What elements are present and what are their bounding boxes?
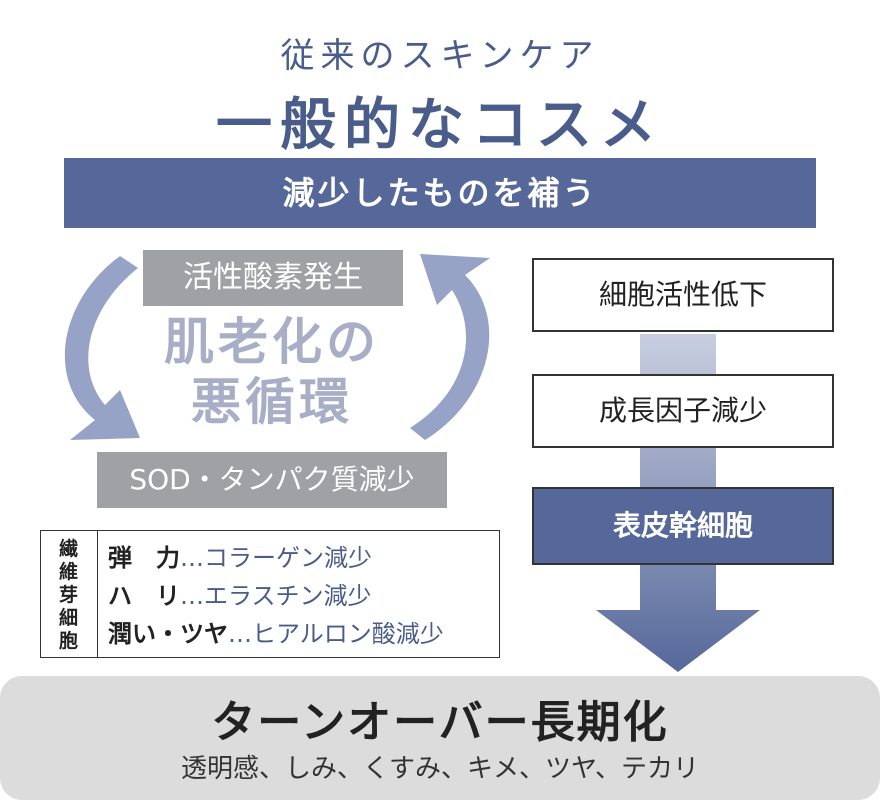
row-key: ハ リ [108,582,180,610]
fibroblast-char: 細 [58,607,78,629]
flow-step-3: 表皮幹細胞 [532,487,834,565]
cycle-label-line1: 肌老化の [164,313,380,371]
cycle-arrow-right-icon [410,254,490,440]
result-subtitle: 透明感、しみ、くすみ、キメ、ツヤ、テカリ [181,754,699,784]
subtitle: 従来のスキンケア [280,36,600,76]
cycle-label-line2: 悪循環 [191,373,353,431]
fibroblast-panel [40,530,500,658]
cycle-label: 肌老化の 悪循環 [140,312,404,432]
fibroblast-char: 維 [58,561,78,583]
row-key: 弾 力 [108,544,180,572]
page-title: 一般的なコスメ [216,92,664,158]
sod-box: SOD・タンパク質減少 [97,452,447,508]
fibroblast-char: 芽 [58,584,78,606]
fibroblast-row: ハ リ…エラスチン減少 [108,576,372,611]
fibroblast-char: 繊 [58,538,78,560]
fibroblast-char: 胞 [58,630,78,652]
ros-box: 活性酸素発生 [143,250,403,306]
row-value: …エラスチン減少 [180,582,372,610]
banner: 減少したものを補う [64,158,816,228]
cycle-arrow-left-icon [64,256,140,440]
row-value: …コラーゲン減少 [180,544,372,572]
fibroblast-label: 繊 維 芽 細 胞 [40,530,98,658]
fibroblast-row: 潤い・ツヤ…ヒアルロン酸減少 [108,614,444,649]
flow-step-1: 細胞活性低下 [532,258,834,332]
fibroblast-row: 弾 力…コラーゲン減少 [108,538,372,573]
flow-step-2: 成長因子減少 [532,374,834,448]
row-key: 潤い・ツヤ [108,620,228,648]
result-panel [0,676,880,800]
row-value: …ヒアルロン酸減少 [228,620,444,648]
result-title: ターンオーバー長期化 [211,697,669,748]
